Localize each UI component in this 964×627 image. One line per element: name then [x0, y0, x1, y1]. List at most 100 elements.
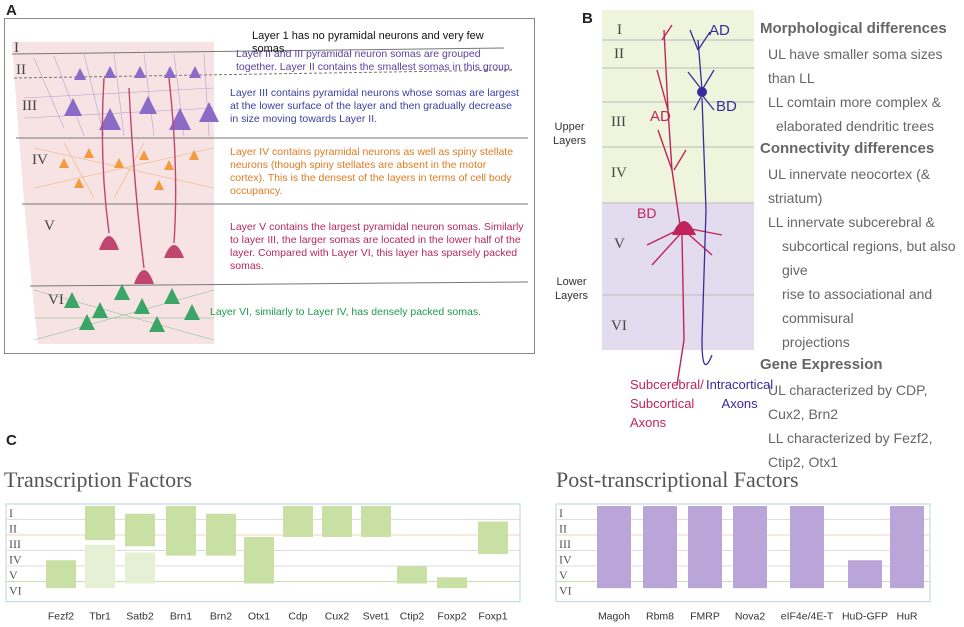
panel-c-label: C [6, 432, 17, 449]
apical-dendrite-red-label: AD [650, 108, 671, 125]
factor-bar [283, 506, 313, 537]
panelA-layer-IV: IV [32, 152, 48, 168]
factor-bar [361, 506, 391, 537]
basal-dendrite-red-label: BD [637, 205, 657, 221]
layer-numeral: VI [559, 584, 572, 598]
layer4-description: Layer IV contains pyramidal neurons as w… [230, 146, 514, 197]
apical-dendrite-purple-label: AD [709, 22, 730, 39]
factor-label: Brn1 [170, 611, 192, 623]
factor-label: HuR [896, 611, 917, 623]
layer-numeral: I [559, 506, 563, 520]
conn-item: UL innervate neocortex (& striatum) [768, 166, 931, 206]
factor-bar [85, 506, 115, 541]
layer-numeral: IV [559, 553, 572, 567]
layer-numeral: V [559, 568, 568, 582]
layer5-description: Layer V contains the largest pyramidal n… [230, 221, 524, 272]
factor-label: Ctip2 [400, 611, 425, 623]
factor-bar [733, 506, 767, 589]
factor-bar [206, 513, 236, 556]
panelA-layer-III: III [22, 98, 37, 114]
factor-label: HuD-GFP [842, 611, 888, 623]
cortex-illustration [11, 42, 529, 344]
factor-bar [244, 537, 274, 584]
gene-heading: Gene Expression [760, 356, 883, 373]
layer-numeral: II [9, 522, 17, 536]
morph-heading: Morphological differences [760, 20, 947, 37]
factor-bar [848, 560, 882, 589]
layer3-description: Layer III contains pyramidal neurons who… [230, 87, 519, 125]
factor-bar [125, 552, 155, 584]
panelB-layer-III: III [611, 114, 626, 130]
subcortical-axons-label: Subcerebral/ Subcortical Axons [630, 377, 704, 430]
morph-item: UL have smaller soma sizes than LL [768, 46, 943, 86]
panelA-layer-II: II [16, 62, 26, 78]
factor-label: Magoh [598, 611, 630, 623]
gene-item: LL characterized by Fezf2, Ctip2, Otx1 [768, 430, 933, 470]
gene-item: UL characterized by CDP, Cux2, Brn2 [768, 382, 928, 422]
panel-b-label: B [582, 10, 593, 27]
panelA-layer-V: V [44, 218, 55, 234]
layer-frame [555, 503, 931, 603]
factor-bar [46, 560, 76, 589]
factor-bar [790, 506, 824, 589]
factor-label: FMRP [690, 611, 720, 623]
conn-item: subcortical regions, but also give [782, 238, 956, 278]
ptf-title: Post-transcriptional Factors [556, 467, 799, 492]
lower-layers-label: Lower Layers [555, 276, 589, 302]
layer-numeral: III [9, 537, 21, 551]
neuron-schematic [602, 24, 754, 386]
conn-heading: Connectivity differences [760, 140, 935, 157]
factor-bar [688, 506, 722, 589]
factor-bar [437, 577, 467, 589]
panelB-layer-VI: VI [611, 318, 627, 334]
intracortical-axons-label: Intracortical Axons [706, 377, 774, 411]
panelB-layer-I: I [617, 22, 622, 38]
layer-numeral: V [9, 568, 18, 582]
conn-item: LL innervate subcerebral & [768, 214, 935, 230]
factor-bar [643, 506, 677, 589]
factor-label: Satb2 [126, 611, 154, 623]
morph-item: elaborated dendritic trees [776, 118, 934, 134]
panelA-layer-VI: VI [48, 292, 64, 308]
factor-label: Cux2 [325, 611, 350, 623]
factor-label: Tbr1 [89, 611, 111, 623]
panelB-layer-IV: IV [611, 165, 627, 181]
factor-bar [597, 506, 631, 589]
upper-layers-label: Upper Layers [553, 121, 587, 147]
differences-list: Morphological differences UL have smalle… [760, 20, 960, 474]
factor-bar [322, 506, 352, 537]
panelB-layer-V: V [614, 236, 625, 252]
morph-item: LL comtain more complex & [768, 94, 941, 110]
layer2-description: Layer II and III pyramidal neuron somas … [236, 48, 513, 73]
layer-numeral: VI [9, 584, 22, 598]
tf-title: Transcription Factors [4, 467, 193, 492]
factor-label: Brn2 [210, 611, 232, 623]
panel-a-label: A [6, 2, 17, 19]
factor-label: Svet1 [363, 611, 390, 623]
layer-numeral: IV [9, 553, 22, 567]
upper-layer-band [602, 10, 754, 203]
factor-bar [125, 513, 155, 547]
factor-label: Rbm8 [646, 611, 674, 623]
factor-bar [890, 506, 924, 589]
conn-item: projections [782, 334, 850, 350]
factor-label: eIF4e/4E-T [781, 611, 834, 623]
panelB-layer-II: II [614, 46, 624, 62]
factor-bar [397, 566, 427, 584]
panelA-layer-I: I [14, 40, 19, 56]
factor-label: Otx1 [248, 611, 270, 623]
factor-bar [478, 521, 508, 555]
factor-label: Nova2 [735, 611, 766, 623]
factor-label: Foxp2 [437, 611, 466, 623]
factor-label: Cdp [288, 611, 307, 623]
basal-dendrite-purple-label: BD [716, 98, 737, 115]
layer1-description: Layer 1 has no pyramidal neurons and ver… [252, 30, 484, 55]
layer-numeral: II [559, 522, 567, 536]
layer-numeral: I [9, 506, 13, 520]
layer-numeral: III [559, 537, 571, 551]
factor-bar [85, 544, 115, 589]
factor-label: Foxp1 [478, 611, 507, 623]
layer-frame [5, 503, 521, 603]
